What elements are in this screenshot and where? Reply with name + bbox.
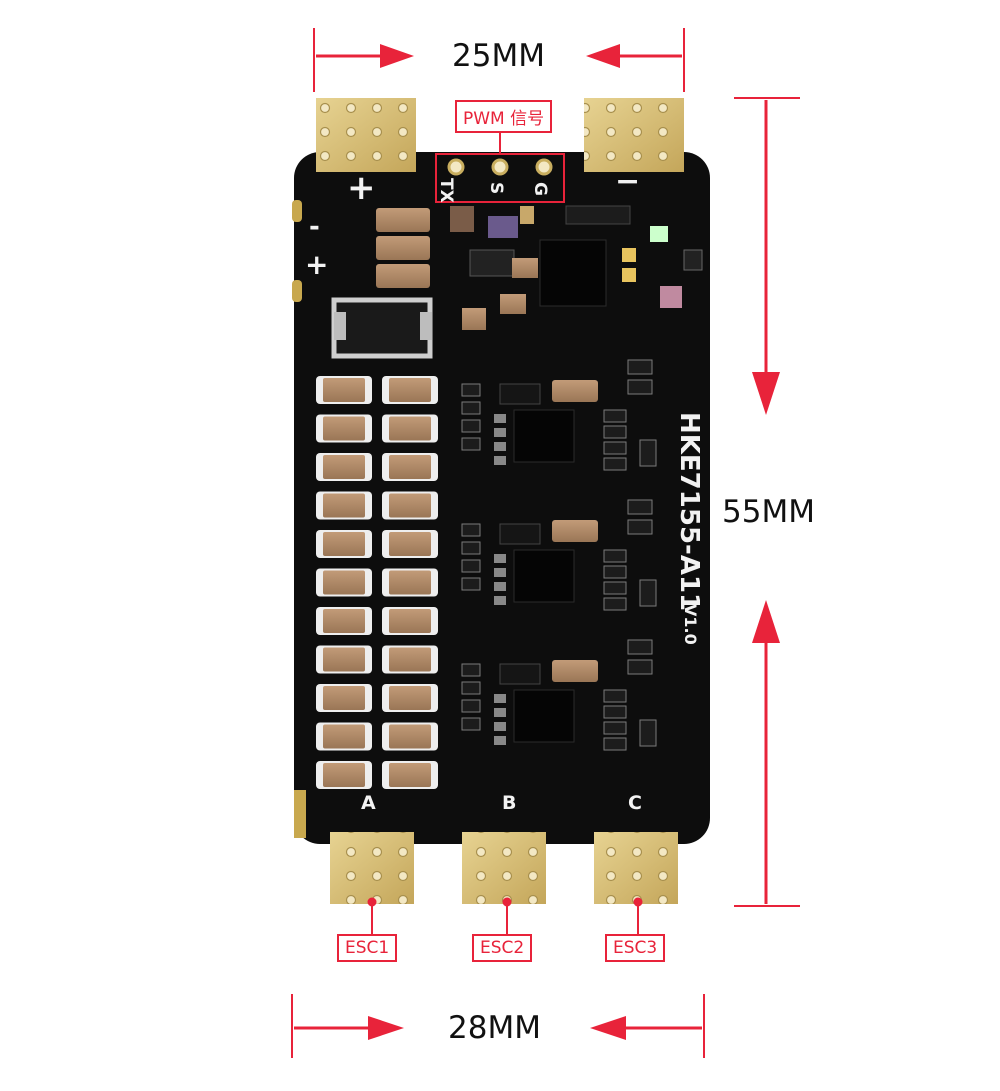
bulk-capacitor — [323, 493, 365, 518]
bulk-capacitor — [389, 532, 431, 556]
dimension-bottom-label: 28MM — [448, 1010, 541, 1046]
plus-top-label: + — [347, 168, 376, 208]
board-version-label: V1.0 — [681, 604, 700, 645]
bulk-capacitor — [323, 532, 365, 556]
bulk-capacitor — [389, 763, 431, 787]
bulk-capacitor — [323, 609, 365, 633]
bulk-capacitor — [323, 686, 365, 710]
bulk-capacitor — [389, 686, 431, 710]
bulk-capacitor — [323, 378, 365, 402]
phase-label-b: B — [502, 792, 517, 814]
bulk-capacitor — [323, 763, 365, 787]
mosfet-driver-chip — [513, 689, 575, 743]
bulk-capacitor — [389, 378, 431, 402]
bulk-capacitor — [389, 647, 431, 672]
bulk-capacitor — [389, 609, 431, 633]
bulk-capacitor — [389, 493, 431, 518]
phase-capacitor — [552, 660, 598, 682]
dimension-height-label: 55MM — [722, 494, 815, 530]
phase-label-c: C — [628, 792, 642, 814]
mosfet-driver-chip — [513, 549, 575, 603]
dimension-top-label: 25MM — [452, 38, 545, 74]
plus-left-label: + — [305, 248, 329, 281]
bulk-capacitor — [323, 416, 365, 441]
top-components — [331, 205, 703, 359]
pin-label-g: G — [530, 182, 550, 196]
pin-label-s: S — [486, 182, 506, 195]
phase-capacitor — [552, 520, 598, 542]
pad-esc2 — [462, 832, 546, 904]
esc-callout-pointers — [367, 897, 643, 934]
pwm-signal-label: PWM 信号 — [455, 100, 553, 133]
bulk-capacitor — [389, 724, 431, 749]
dimension-top — [313, 28, 685, 92]
bulk-capacitor — [389, 455, 431, 479]
phase-stages — [461, 359, 657, 751]
pad-negative-top — [584, 98, 684, 172]
phase-capacitor — [552, 380, 598, 402]
mosfet-driver-chip — [513, 409, 575, 463]
pad-esc3 — [594, 832, 678, 904]
pad-esc1 — [330, 832, 414, 904]
pad-positive-top — [316, 98, 416, 172]
minus-left-label: - — [309, 212, 320, 242]
minus-top-label: − — [615, 164, 641, 199]
bulk-capacitor — [389, 570, 431, 595]
esc3-label: ESC3 — [605, 934, 666, 962]
bulk-capacitor — [323, 570, 365, 595]
capacitor-array — [316, 376, 438, 789]
phase-label-a: A — [361, 792, 376, 814]
bulk-capacitor — [323, 647, 365, 672]
esc1-label: ESC1 — [337, 934, 398, 962]
board-model-label: HKE7155-A11 — [674, 412, 704, 612]
esc2-label: ESC2 — [472, 934, 533, 962]
dimension-right — [734, 97, 800, 907]
bulk-capacitor — [323, 455, 365, 479]
bulk-capacitor — [389, 416, 431, 441]
dimension-bottom — [291, 994, 705, 1058]
bulk-capacitor — [323, 724, 365, 749]
pin-label-tx: TX — [436, 178, 456, 203]
